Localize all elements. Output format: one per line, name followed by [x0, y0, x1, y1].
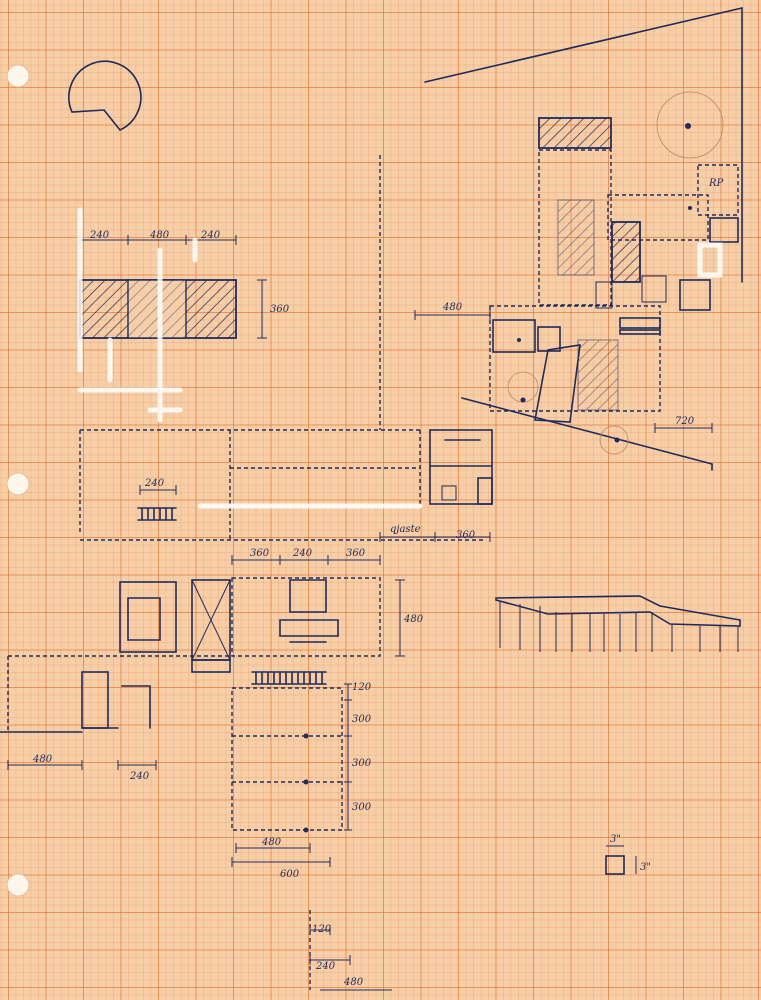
- dim-bottom-480b: 480: [343, 977, 364, 988]
- dim-top-left-480: 480: [149, 230, 170, 241]
- left-wing: [0, 655, 232, 770]
- label-3-side: 3": [640, 862, 651, 873]
- binder-hole-bottom: [6, 873, 30, 897]
- dim-stack-120: 120: [352, 682, 372, 693]
- top-left-block: [77, 207, 267, 423]
- lower-stack: [231, 671, 392, 991]
- dim-stack-300a: 300: [352, 714, 372, 725]
- dim-mid-480-vert: 480: [403, 614, 424, 625]
- dim-bottom-600: 600: [280, 869, 300, 880]
- dimension-qjaste-line: [379, 532, 491, 542]
- dim-left-480: 480: [32, 754, 53, 765]
- binder-hole-middle: [6, 472, 30, 496]
- small-square-symbol: [605, 845, 637, 875]
- label-3-top: 3": [610, 834, 621, 845]
- dim-mid-360b: 360: [346, 548, 366, 559]
- dim-mid-240b: 240: [292, 548, 313, 559]
- dim-bottom-480: 480: [261, 837, 282, 848]
- dim-top-left-240a: 240: [89, 230, 110, 241]
- dim-left-240: 240: [129, 771, 150, 782]
- upper-right-plan: [489, 117, 739, 423]
- dim-upper-right-480: 480: [442, 302, 463, 313]
- dim-qjaste: qjaste: [390, 524, 421, 535]
- dim-bottom-120: 120: [312, 924, 332, 935]
- binder-hole-top: [6, 64, 30, 88]
- middle-court: [79, 155, 493, 541]
- dim-mid-240: 240: [144, 478, 165, 489]
- site-boundary: [424, 6, 743, 471]
- dim-stack-300c: 300: [352, 802, 372, 813]
- dim-mid-360a: 360: [250, 548, 270, 559]
- center-structure: [119, 555, 405, 673]
- dim-top-left-360: 360: [270, 304, 290, 315]
- dim-upper-right-720: 720: [675, 416, 695, 427]
- dim-gap-360: 360: [456, 530, 476, 541]
- dim-bottom-240: 240: [315, 961, 336, 972]
- perspective-sketch: [495, 595, 741, 652]
- dimension-upper-right-480: [414, 310, 713, 433]
- rp-label: RP: [708, 178, 724, 189]
- dim-top-left-240b: 240: [200, 230, 221, 241]
- north-arrow-symbol: [68, 60, 142, 131]
- dim-stack-300b: 300: [352, 758, 372, 769]
